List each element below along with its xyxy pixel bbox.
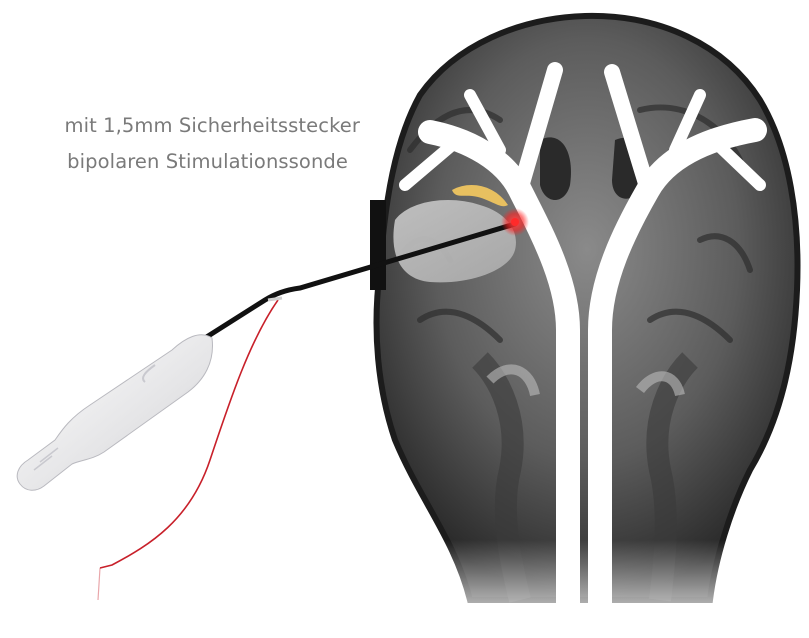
probe-handle: [17, 335, 212, 490]
head-outline: [376, 16, 797, 600]
mri-head: [370, 16, 798, 600]
